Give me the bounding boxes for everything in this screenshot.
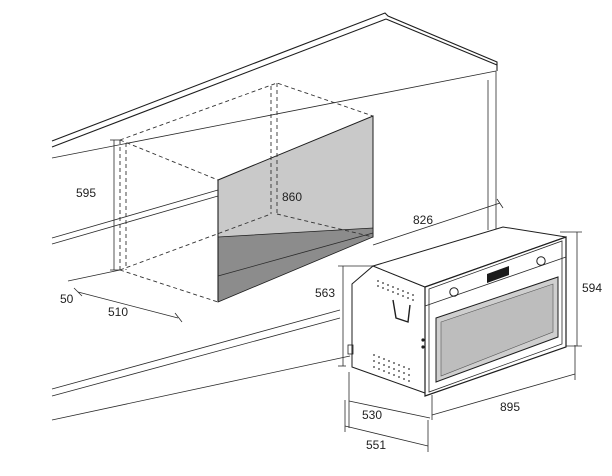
dim-551: 551 xyxy=(366,438,386,452)
dim-826: 826 xyxy=(413,213,433,227)
dimension-lines xyxy=(67,139,582,452)
dim-595: 595 xyxy=(76,186,96,200)
right-knob xyxy=(536,256,546,266)
cabinet-lines xyxy=(51,189,351,421)
dim-510: 510 xyxy=(108,305,128,319)
dim-563: 563 xyxy=(315,286,335,300)
left-knob xyxy=(449,287,459,297)
side-bracket xyxy=(392,299,411,323)
dim-860: 860 xyxy=(282,190,302,204)
niche xyxy=(119,82,374,303)
dim-530: 530 xyxy=(362,408,382,422)
side-vents-upper xyxy=(377,280,414,301)
oven-display xyxy=(487,266,509,283)
side-vents-lower xyxy=(373,354,410,382)
dim-895: 895 xyxy=(500,400,520,414)
dim-50: 50 xyxy=(60,292,74,306)
dim-594: 594 xyxy=(582,281,602,295)
oven xyxy=(347,226,567,397)
dimension-labels: 595 860 826 563 594 50 510 530 551 895 xyxy=(60,186,602,452)
